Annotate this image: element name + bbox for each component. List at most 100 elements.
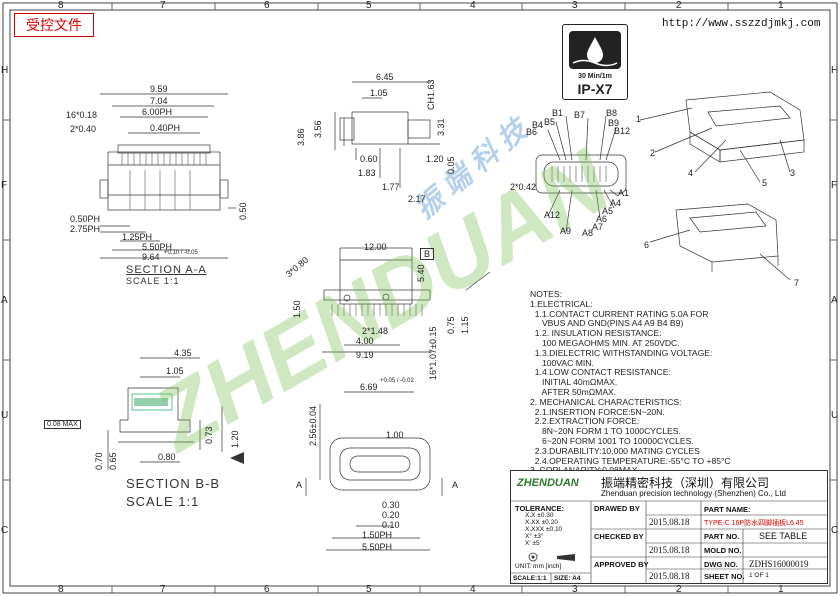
note-line: 1.4.LOW CONTACT RESISTANCE:	[530, 367, 671, 378]
dim-5-40: 5.40	[416, 264, 426, 282]
dim-1-20: 1.20	[426, 154, 444, 164]
callout-7: 7	[794, 278, 800, 288]
note-line: 8N~20N FORM 1 TO 1000CYCLES.	[530, 426, 681, 437]
dim-1-50ph: 1.50PH	[362, 530, 393, 540]
dwg-no-label: DWG NO.	[704, 560, 738, 569]
pin-label-a4: A4	[610, 198, 622, 208]
dwg-no: ZDHS16000019	[749, 559, 809, 569]
section-bb-title: SECTION B-B	[126, 476, 221, 491]
pin-label-a8: A8	[582, 228, 594, 238]
datum-a-left: A	[296, 480, 303, 490]
callout-4: 4	[688, 168, 694, 178]
dim-5-50ph: 5.50PH	[142, 242, 173, 252]
flatness-tolerance: 0.08 MAX	[44, 420, 81, 429]
dim-0-30: 0.30	[382, 500, 400, 510]
dim-1-05: 1.05	[370, 88, 388, 98]
dim-1-20-bb: 1.20	[230, 430, 240, 448]
dim-0-60: 0.60	[360, 154, 378, 164]
dim-0-70: 0.70	[94, 452, 104, 470]
zone-label: U	[831, 410, 839, 421]
dim-3-86: 3.86	[296, 128, 306, 146]
dim-9-59: 9.59	[150, 84, 168, 94]
note-line: INITIAL 40mΩMAX.	[530, 377, 618, 388]
zone-label: 8	[58, 584, 64, 595]
sheet-no: 1 OF 1	[749, 572, 769, 579]
dim-4-00: 4.00	[356, 336, 374, 346]
water-drop-icon	[569, 31, 621, 69]
dim-0-73: 0.73	[204, 426, 214, 444]
zone-label: H	[1, 65, 9, 76]
dim-1-77: 1.77	[382, 182, 400, 192]
zone-label: F	[1, 180, 8, 191]
tolerance-4: X° ±3°	[525, 533, 544, 540]
section-aa-scale: SCALE 1:1	[126, 276, 180, 286]
zone-label: 3	[572, 0, 578, 11]
scale-label: SCALE:1:1	[513, 575, 547, 582]
dim-2-56: 2.56±0.04	[308, 406, 318, 446]
dim-0-75: 0.75	[446, 316, 456, 334]
dim-2-17: 2.17	[408, 194, 426, 204]
part-no-label: PART NO.	[704, 532, 740, 541]
pin-label-b6: B6	[526, 127, 538, 137]
dim-4-35: 4.35	[174, 348, 192, 358]
note-line: 2.2.EXTRACTION FORCE:	[530, 416, 640, 427]
dim-0-05: 0.05	[446, 156, 456, 174]
mold-no-label: MOLD NO.	[704, 546, 742, 555]
zone-label: 7	[160, 584, 166, 595]
ip-rating-badge: 30 Min/1m IP-X7	[562, 24, 628, 100]
tolerance-3: X.XXX ±0.10	[525, 526, 563, 533]
zone-label: 6	[264, 0, 270, 11]
note-line: 2. MECHANICAL CHARACTERISTICS:	[530, 396, 682, 407]
pin-label-a9: A9	[560, 226, 572, 236]
approved-by-label: APPROVED BY	[594, 560, 649, 569]
zone-label: 6	[264, 584, 270, 595]
dim-9-19: 9.19	[356, 350, 374, 360]
dim-6-69: 6.69	[360, 382, 378, 392]
dim-0-50-vertical: 0.50	[238, 202, 248, 220]
dim-9-64-tol: +0.10 / -0.05	[164, 250, 198, 256]
zone-label: 5	[366, 584, 372, 595]
pin-label-b5: B5	[544, 117, 556, 127]
website-url[interactable]: http://www.sszzdjmkj.com	[662, 18, 821, 30]
note-line: 1.3.DIELECTRIC WITHSTANDING VOLTAGE:	[530, 347, 713, 358]
dim-1-05-bb: 1.05	[166, 366, 184, 376]
part-no: SEE TABLE	[759, 531, 808, 541]
tolerance-1: X.X ±0.30	[525, 512, 554, 519]
dim-6-00ph: 6.00PH	[142, 107, 173, 117]
zone-label: 5	[366, 0, 372, 11]
zone-label: 1	[778, 0, 784, 11]
notes-block: NOTES:1.ELECTRICAL: 1.1.CONTACT CURRENT …	[530, 289, 731, 486]
callout-6: 6	[644, 240, 650, 250]
title-block: ZHENDUAN 振端精密科技（深圳）有限公司 Zhenduan precisi…	[510, 470, 828, 584]
dim-12-00: 12.00	[364, 242, 387, 252]
company-name-cn: 振端精密科技（深圳）有限公司	[601, 476, 770, 490]
pin-label-b1: B1	[552, 108, 564, 118]
dim-3-56: 3.56	[313, 120, 323, 138]
note-line: VBUS AND GND(PINS A4 A9 B4 B9)	[530, 318, 684, 329]
dim-0-40ph: 0.40PH	[150, 123, 181, 133]
dim-0-80: 0.80	[158, 452, 176, 462]
dim-1-50: 1.50	[292, 300, 302, 318]
note-line: 1.2. INSULATION RESISTANCE:	[530, 328, 662, 339]
dim-ch1-63: CH1.63	[426, 79, 436, 110]
dim-7-04: 7.04	[150, 96, 168, 106]
note-line: 2.1.INSERTION FORCE:5N~20N.	[530, 406, 665, 417]
note-line: AFTER 50mΩMAX.	[530, 386, 617, 397]
note-line: NOTES:	[530, 289, 562, 299]
section-bb-scale: SCALE 1:1	[126, 494, 200, 509]
dim-1-25ph: 1.25PH	[122, 232, 153, 242]
tolerance-2: X.XX ±0.20	[525, 519, 558, 526]
zone-label: C	[1, 525, 9, 536]
note-line: 1.1.CONTACT CURRENT RATING 5.0A FOR	[530, 308, 709, 319]
dim-1-83: 1.83	[358, 168, 376, 178]
dim-6-45: 6.45	[376, 72, 394, 82]
dim-0-50ph: 0.50PH	[70, 214, 101, 224]
zone-label: U	[1, 410, 9, 421]
company-logo: ZHENDUAN	[517, 477, 579, 489]
datum-b: B	[420, 248, 435, 260]
tolerance-label: TOLERANCE:	[515, 504, 565, 513]
drawn-date: 2015.08.18	[649, 517, 690, 527]
zone-label: 1	[778, 584, 784, 595]
